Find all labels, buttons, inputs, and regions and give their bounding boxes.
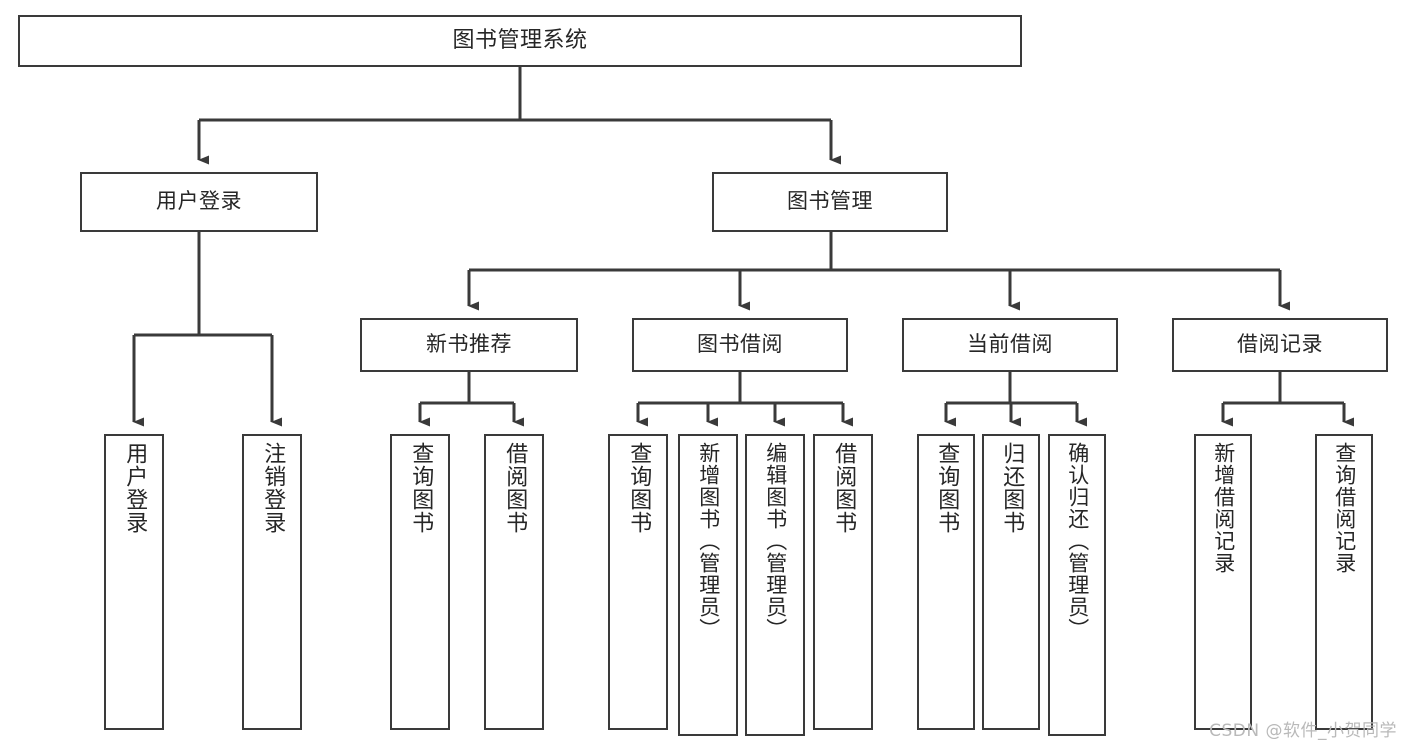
leaf-edit-book-admin[interactable]: 编辑图书（管理员） [745, 434, 805, 736]
node-current-borrow-label: 当前借阅 [967, 332, 1053, 357]
leaf-borrow-book-recommend[interactable]: 借阅图书 [484, 434, 544, 730]
leaf-query-borrow-record-label: 查询借阅记录 [1332, 442, 1357, 574]
leaf-borrow-book-label: 借阅图书 [831, 442, 857, 534]
node-borrow-record[interactable]: 借阅记录 [1172, 318, 1388, 372]
leaf-borrow-book[interactable]: 借阅图书 [813, 434, 873, 730]
leaf-user-logout-label: 注销登录 [260, 442, 286, 534]
leaf-query-book-borrow[interactable]: 查询图书 [608, 434, 668, 730]
leaf-query-book-borrow-label: 查询图书 [626, 442, 652, 534]
leaf-query-book-current[interactable]: 查询图书 [917, 434, 975, 730]
node-book-management[interactable]: 图书管理 [712, 172, 948, 232]
node-borrow-record-label: 借阅记录 [1237, 332, 1323, 357]
leaf-query-book-current-label: 查询图书 [934, 442, 960, 534]
node-current-borrow[interactable]: 当前借阅 [902, 318, 1118, 372]
leaf-user-logout[interactable]: 注销登录 [242, 434, 302, 730]
leaf-add-borrow-record[interactable]: 新增借阅记录 [1194, 434, 1252, 730]
leaf-user-login[interactable]: 用户登录 [104, 434, 164, 730]
leaf-add-book-admin[interactable]: 新增图书（管理员） [678, 434, 738, 736]
watermark-text: CSDN @软件_小贺同学 [1209, 721, 1397, 741]
leaf-query-borrow-record[interactable]: 查询借阅记录 [1315, 434, 1373, 730]
leaf-return-book-label: 归还图书 [999, 442, 1025, 534]
node-user-login-label: 用户登录 [156, 189, 242, 214]
leaf-borrow-book-recommend-label: 借阅图书 [502, 442, 528, 534]
node-book-management-label: 图书管理 [787, 189, 873, 214]
leaf-confirm-return-admin[interactable]: 确认归还（管理员） [1048, 434, 1106, 736]
leaf-return-book[interactable]: 归还图书 [982, 434, 1040, 730]
leaf-add-book-admin-label: 新增图书（管理员） [696, 442, 721, 640]
leaf-add-borrow-record-label: 新增借阅记录 [1211, 442, 1236, 574]
leaf-user-login-label: 用户登录 [122, 442, 148, 534]
node-root[interactable]: 图书管理系统 [18, 15, 1022, 67]
node-root-label: 图书管理系统 [452, 27, 588, 53]
leaf-query-book-recommend-label: 查询图书 [408, 442, 434, 534]
node-new-book-recommend[interactable]: 新书推荐 [360, 318, 578, 372]
leaf-query-book-recommend[interactable]: 查询图书 [390, 434, 450, 730]
leaf-confirm-return-admin-label: 确认归还（管理员） [1065, 442, 1090, 640]
node-book-borrow-label: 图书借阅 [697, 332, 783, 357]
node-new-book-recommend-label: 新书推荐 [426, 332, 512, 357]
node-user-login[interactable]: 用户登录 [80, 172, 318, 232]
leaf-edit-book-admin-label: 编辑图书（管理员） [763, 442, 788, 640]
node-book-borrow[interactable]: 图书借阅 [632, 318, 848, 372]
